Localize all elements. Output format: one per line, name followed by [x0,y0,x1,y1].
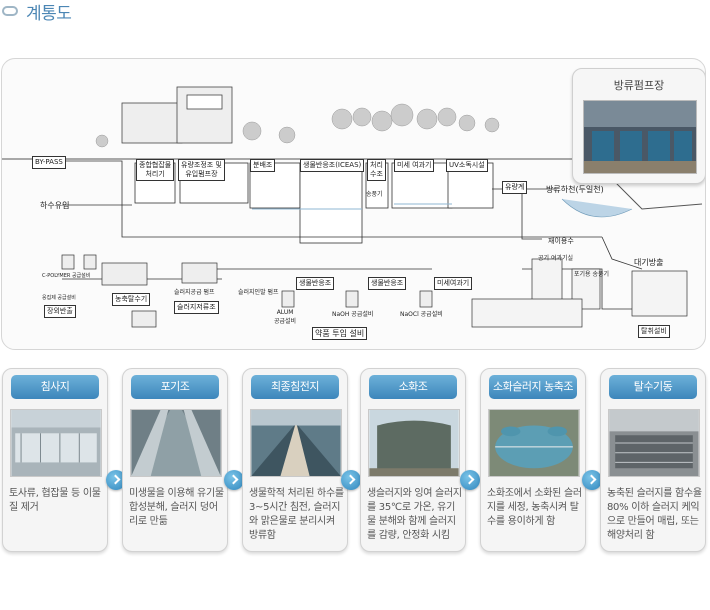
atmos-discharge-label: 대기방출 [634,258,664,267]
title-bullet-icon [2,6,18,16]
bio-reactor2-label: 생물반응조 [296,277,335,290]
offsite-label: 장외반출 [44,305,76,318]
step-photo [368,409,460,477]
step-card-digester: 소화조 생슬러지와 잉여 슬러지를 35℃로 가온, 유기물 분해와 함께 슬러… [360,368,466,552]
deodor-blower-label: 포기용 송풍기 [574,271,610,278]
step-title: 침사지 [11,375,99,399]
flow-control-label: 유량조정조 및 유입펌프장 [178,159,225,181]
step-description: 토사류, 협잡물 등 이물질 제거 [9,488,101,513]
micro-filter2-label: 미세여과기 [434,277,473,290]
step-photo [608,409,700,477]
step-title: 소화슬러지 농축조 [489,375,577,399]
page-header: 계통도 [0,0,72,24]
step-description: 농축된 슬러지를 함수율 80% 이하 슬러지 케익으로 만들어 매립, 또는 … [607,488,702,541]
naocl-label: NaOCl 공급설비 [400,311,443,318]
next-arrow-icon [106,470,126,490]
step-card-grit: 침사지 토사류, 협잡물 등 이물질 제거 [2,368,108,552]
admin-building [121,86,233,144]
blower-label: 송풍기 [366,191,383,198]
step-card-aeration: 포기조 미생물을 이용해 유기물 합성분해, 슬러지 덩어리로 만듦 [122,368,228,552]
deodorizer-label: 탈취설비 [638,325,670,338]
next-arrow-icon [341,470,361,490]
air-filter-room-label: 공기 여과기실 [538,255,574,262]
step-photo [130,409,222,477]
step-card-dewatering: 탈수기동 농축된 슬러지를 함수율 80% 이하 슬러지 케익으로 만들어 매립… [600,368,706,552]
step-title: 최종침전지 [251,375,339,399]
bio-reactor3-label: 생물반응조 [368,277,407,290]
step-title: 탈수기동 [609,375,697,399]
step-card-final-settling: 최종침전지 생물학적 처리된 하수를 3~5시간 침전, 슬러지와 맑은물로 분… [242,368,348,552]
sewage-inflow-label: 하수유입 [40,201,70,210]
step-title: 포기조 [131,375,219,399]
page-title: 계통도 [26,3,72,24]
step-photo [250,409,342,477]
sludge-pull-pump-label: 슬러지인발 펌프 [238,289,279,296]
step-description: 소화조에서 소화된 슬러지를 세정, 농축시켜 탈수를 용이하게 함 [487,488,582,527]
step-description: 미생물을 이용해 유기물 합성분해, 슬러지 덩어리로 만듦 [129,488,224,527]
bypass-label: BY-PASS [32,156,66,169]
micro-filter-label: 미세 여과기 [394,159,435,172]
step-description: 생물학적 처리된 하수를 3~5시간 침전, 슬러지와 맑은물로 분리시켜 방류… [249,488,344,541]
step-photo [488,409,580,477]
reuse-water-label: 재이용수 [548,237,574,245]
bio-reactor-label: 생물반응조(ICEAS) [300,159,365,172]
step-card-thickener: 소화슬러지 농축조 소화조에서 소화된 슬러지를 세정, 농축시켜 탈수를 용이… [480,368,586,552]
step-title: 소화조 [369,375,457,399]
sludge-pump-label: 슬러지공급 펌프 [174,289,215,296]
next-arrow-icon [582,470,602,490]
thickener-dewater-label: 농축탈수기 [112,293,151,306]
chemical-dosing-label: 약품 투입 설비 [312,327,368,340]
discharge-stream-label: 방류하천(두일천) [546,185,604,194]
next-arrow-icon [460,470,480,490]
flowmeter-label: 유량계 [502,181,528,194]
next-arrow-icon [224,470,244,490]
alum-label: ALUM 공급설비 [274,309,297,325]
step-photo [10,409,102,477]
step-description: 생슬러지와 잉여 슬러지를 35℃로 가온, 유기물 분해와 함께 슬러지를 감… [367,488,462,541]
grit-chamber-label: 종합협잡물 처리기 [136,159,175,181]
treated-water-label: 처리 수조 [367,159,386,181]
process-diagram-panel: BY-PASS 하수유입 종합협잡물 처리기 유량조정조 및 유입펌프장 분배조… [1,58,706,350]
polymer-supply-label: C-POLYMER 공급설비 [42,273,91,279]
polymer-supply2-label: 응집제 공급설비 [42,295,76,301]
pump-station-title: 방류펌프장 [613,79,665,92]
naoh-label: NaOH 공급설비 [332,311,374,318]
distribution-label: 분배조 [250,159,276,172]
pump-station-card: 방류펌프장 [572,68,705,184]
sludge-storage-label: 슬러지저류조 [174,301,219,314]
uv-label: UV소독시설 [446,159,488,172]
pump-station-photo [583,100,697,174]
